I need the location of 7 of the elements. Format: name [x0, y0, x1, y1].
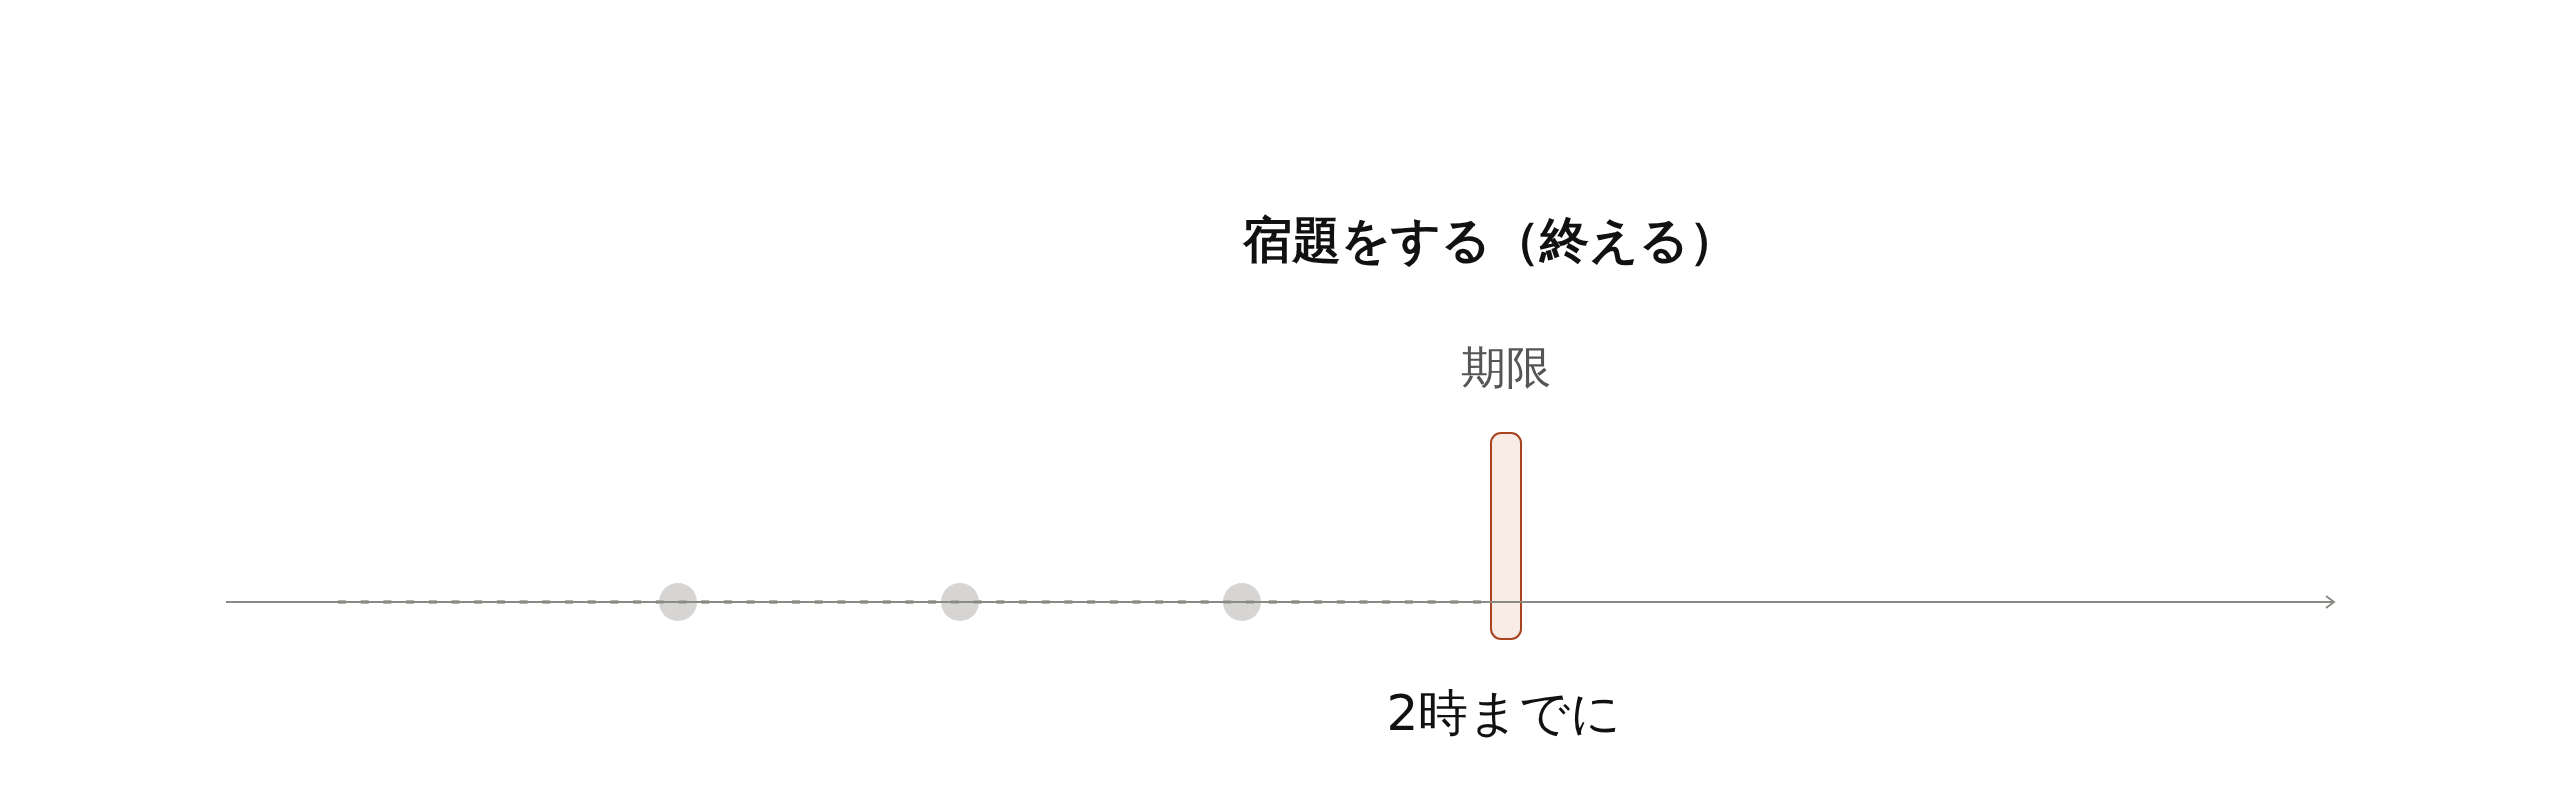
timeline-dot: [659, 583, 697, 621]
timeline-dot: [941, 583, 979, 621]
time-label: 2時までに: [1386, 686, 1622, 741]
timeline-dot: [1223, 583, 1261, 621]
deadline-bar: [1490, 432, 1522, 640]
title: 宿題をする（終える）: [1242, 214, 1738, 268]
deadline-label: 期限: [1461, 343, 1551, 393]
